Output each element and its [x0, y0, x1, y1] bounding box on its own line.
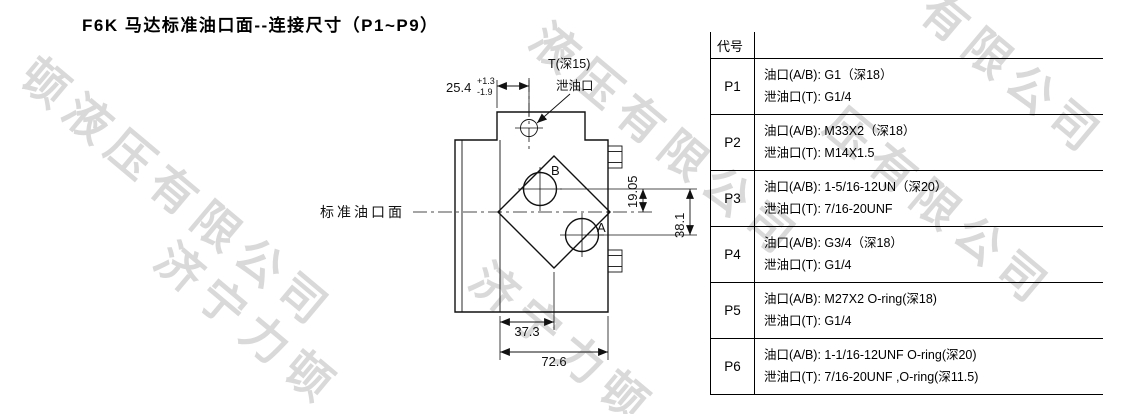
table-row: P5 油口(A/B): M27X2 O-ring(深18) 泄油口(T): G1…: [711, 283, 1103, 339]
drain-port-label: 泄油口: [556, 79, 594, 93]
dimension-72-6: 72.6: [500, 316, 609, 369]
row-code: P6: [711, 339, 755, 394]
port-spec-line2: 泄油口(T): G1/4: [764, 89, 852, 104]
dim-37-3-value: 37.3: [514, 324, 539, 339]
row-code: P2: [711, 115, 755, 170]
port-spec-line2: 泄油口(T): M14X1.5: [764, 145, 875, 160]
t-port-label: T(深15): [548, 57, 590, 71]
port-spec-line2: 泄油口(T): 7/16-20UNF ,O-ring(深11.5): [764, 369, 979, 384]
port-a-label: A: [597, 220, 606, 235]
port-spec-line2: 泄油口(T): 7/16-20UNF: [764, 201, 893, 216]
row-desc: 油口(A/B): 1-5/16-12UN（深20） 泄油口(T): 7/16-2…: [755, 171, 1103, 226]
port-face-diamond: [497, 155, 611, 269]
table-row: P6 油口(A/B): 1-1/16-12UNF O-ring(深20) 泄油口…: [711, 339, 1103, 395]
dim-25-4-value: 25.4: [446, 80, 471, 95]
dim-38-1-value: 38.1: [672, 213, 687, 238]
table-row: P3 油口(A/B): 1-5/16-12UN（深20） 泄油口(T): 7/1…: [711, 171, 1103, 227]
port-spec-line1: 油口(A/B): 1-5/16-12UN（深20）: [764, 180, 948, 195]
port-spec-line1: 油口(A/B): 1-1/16-12UNF O-ring(深20): [764, 348, 977, 363]
technical-drawing: B A 标准油口面 T(深15) 泄油口 25.4: [320, 57, 697, 369]
motor-body-outline: [454, 111, 609, 313]
row-code: P1: [711, 59, 755, 114]
table-header-code: 代号: [711, 32, 755, 58]
t-port-callout: T(深15) 泄油口: [536, 57, 594, 124]
row-desc: 油口(A/B): G3/4（深18） 泄油口(T): G1/4: [755, 227, 1103, 282]
stud-bottom: [607, 249, 623, 273]
page-title: F6K 马达标准油口面--连接尺寸（P1~P9）: [82, 16, 439, 35]
drain-port-circle: [515, 119, 543, 137]
port-spec-line1: 油口(A/B): G1（深18）: [764, 68, 893, 83]
port-a: A: [560, 213, 606, 257]
port-spec-line2: 泄油口(T): G1/4: [764, 313, 852, 328]
table-header-row: 代号: [711, 32, 1103, 59]
table-row: P1 油口(A/B): G1（深18） 泄油口(T): G1/4: [711, 59, 1103, 115]
port-spec-table: 代号 P1 油口(A/B): G1（深18） 泄油口(T): G1/4 P2 油…: [710, 32, 1103, 395]
dimension-37-3: 37.3: [499, 272, 555, 360]
dimension-19-05: 19.05: [560, 175, 697, 212]
row-desc: 油口(A/B): M33X2（深18） 泄油口(T): M14X1.5: [755, 115, 1103, 170]
row-desc: 油口(A/B): 1-1/16-12UNF O-ring(深20) 泄油口(T)…: [755, 339, 1103, 394]
row-code: P5: [711, 283, 755, 338]
dim-25-4-tol-plus: +1.3: [477, 76, 495, 86]
port-b: B: [518, 163, 562, 211]
row-desc: 油口(A/B): M27X2 O-ring(深18) 泄油口(T): G1/4: [755, 283, 1103, 338]
port-spec-line1: 油口(A/B): G3/4（深18）: [764, 236, 903, 251]
centerlines: [413, 78, 652, 213]
dim-19-05-value: 19.05: [625, 175, 640, 208]
port-b-label: B: [551, 163, 560, 178]
table-header-desc: [755, 32, 1103, 58]
dimension-25-4: 25.4 +1.3 -1.9: [446, 76, 530, 116]
port-spec-line1: 油口(A/B): M33X2（深18）: [764, 124, 916, 139]
row-code: P4: [711, 227, 755, 282]
dim-72-6-value: 72.6: [541, 354, 566, 369]
dimension-38-1: 38.1: [600, 189, 697, 238]
port-spec-line1: 油口(A/B): M27X2 O-ring(深18): [764, 292, 937, 307]
row-desc: 油口(A/B): G1（深18） 泄油口(T): G1/4: [755, 59, 1103, 114]
table-row: P4 油口(A/B): G3/4（深18） 泄油口(T): G1/4: [711, 227, 1103, 283]
dim-25-4-tol-minus: -1.9: [477, 87, 493, 97]
table-row: P2 油口(A/B): M33X2（深18） 泄油口(T): M14X1.5: [711, 115, 1103, 171]
port-face-label: 标准油口面: [320, 204, 405, 220]
row-code: P3: [711, 171, 755, 226]
port-spec-line2: 泄油口(T): G1/4: [764, 257, 852, 272]
stud-top: [607, 145, 623, 169]
